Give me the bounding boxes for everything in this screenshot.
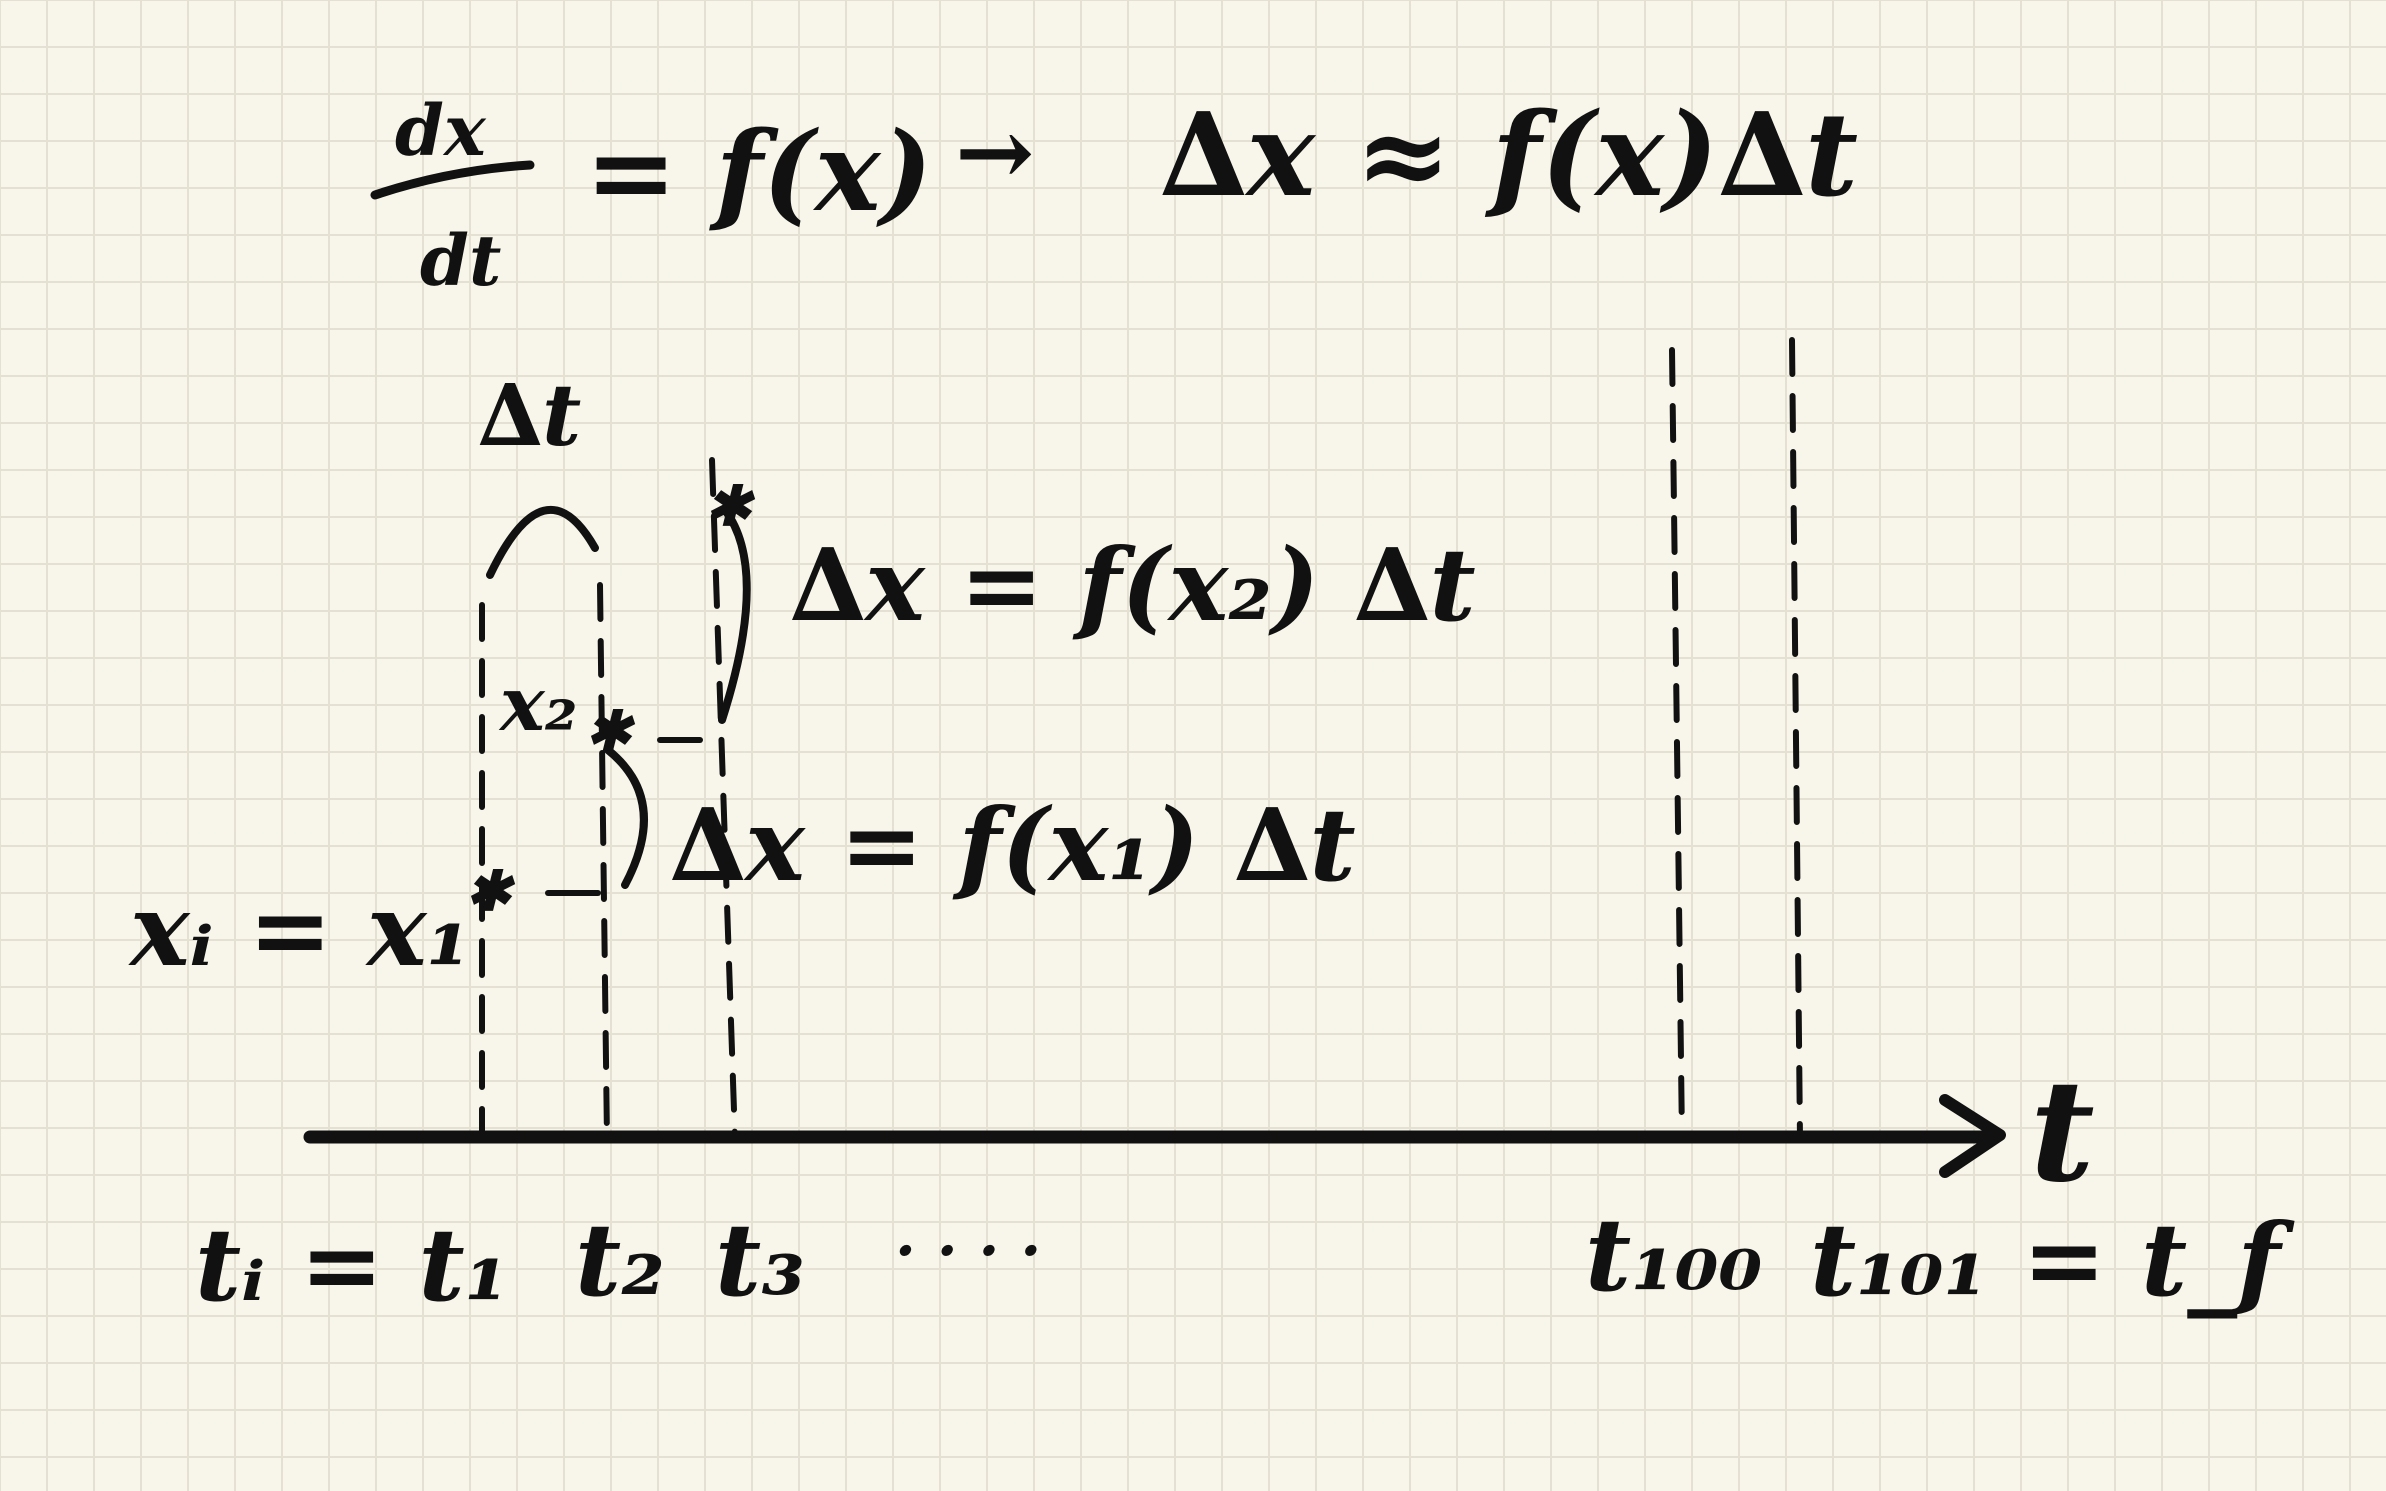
time-axis-label: t [2030, 1050, 2095, 1214]
x2-label: x₂ [498, 660, 578, 748]
increment-brace-2 [718, 506, 751, 724]
tick-label-t-initial: tᵢ = t₁ [195, 1206, 509, 1324]
x-initial-label: xᵢ = x₁ [128, 871, 470, 989]
increment-equation-1: ∆x = f(x₁) ∆t [670, 786, 1356, 904]
tick-label-t100: t₁₀₀ [1585, 1196, 1763, 1314]
implies-arrow: → [955, 97, 1035, 208]
point-x2-marker: ✱ [585, 698, 636, 763]
ode-numerator: dx [395, 89, 487, 172]
euler-approximation: ∆x ≈ f(x)∆t [1160, 88, 1858, 223]
tick-label-ellipsis: . . . . [895, 1200, 1041, 1270]
ode-denominator: dt [420, 219, 501, 302]
increment-brace-1 [604, 746, 648, 889]
time-axis: t [303, 1050, 2095, 1214]
step-size-brace [486, 505, 599, 579]
fraction-bar [370, 160, 535, 200]
tick-labels: tᵢ = t₁ t₂ t₃ . . . . t₁₀₀ t₁₀₁ = t_f [195, 1196, 2295, 1324]
tick-label-t101: t₁₀₁ = t_f [1810, 1201, 2295, 1319]
dashed-line-t3 [709, 457, 738, 1143]
increment-equation-2: ∆x = f(x₂) ∆t [790, 526, 1476, 644]
point-x1-marker: ✱ [465, 858, 516, 923]
ode-rhs: = f(x) [585, 107, 932, 236]
grid-time-markers [479, 337, 1803, 1143]
tick-label-t3: t₃ [715, 1201, 805, 1319]
ode-equation: dx dt = f(x) → ∆x ≈ f(x)∆t [370, 88, 1858, 302]
point-x3-marker: ✱ [705, 473, 756, 538]
time-axis-arrowhead [1939, 1094, 2006, 1178]
dashed-line-t100 [1669, 347, 1685, 1143]
step-size-label: ∆t [478, 366, 581, 466]
dashed-line-t101 [1789, 337, 1803, 1143]
tick-label-t2: t₂ [575, 1201, 665, 1319]
dashed-line-t2 [597, 582, 610, 1143]
